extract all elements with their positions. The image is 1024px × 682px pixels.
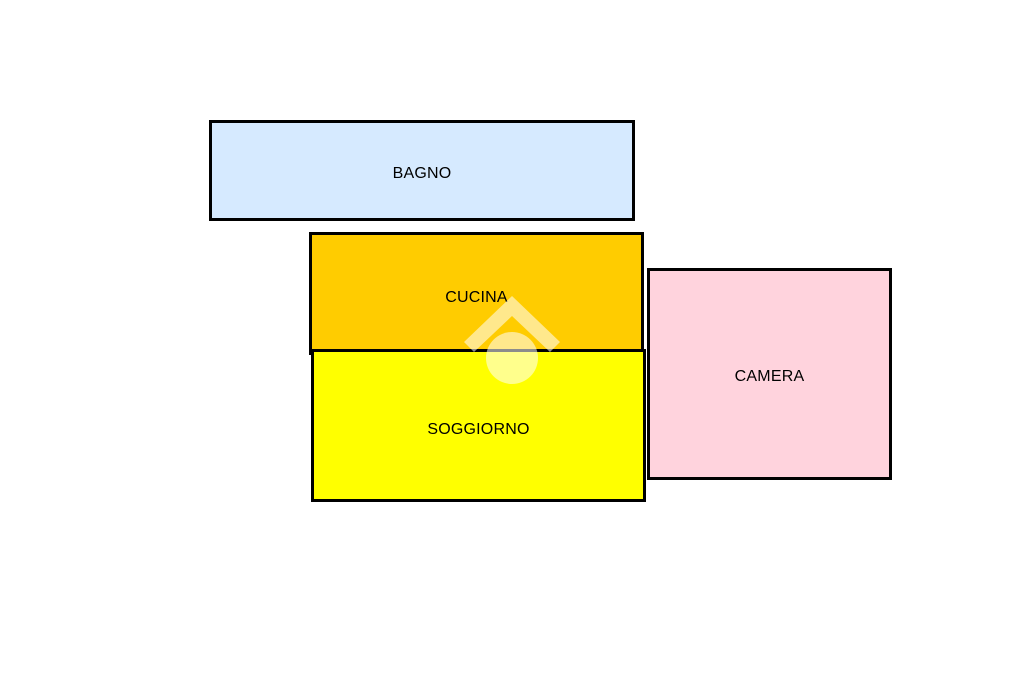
room-label-camera: CAMERA: [734, 368, 805, 385]
room-camera: CAMERA: [647, 268, 892, 480]
room-label-bagno: BAGNO: [392, 164, 452, 182]
room-label-cucina: CUCINA: [445, 288, 508, 306]
room-bagno: BAGNO: [209, 120, 635, 221]
room-soggiorno: SOGGIORNO: [311, 349, 646, 502]
room-cucina: CUCINA: [309, 232, 644, 355]
room-label-soggiorno: SOGGIORNO: [427, 420, 530, 438]
